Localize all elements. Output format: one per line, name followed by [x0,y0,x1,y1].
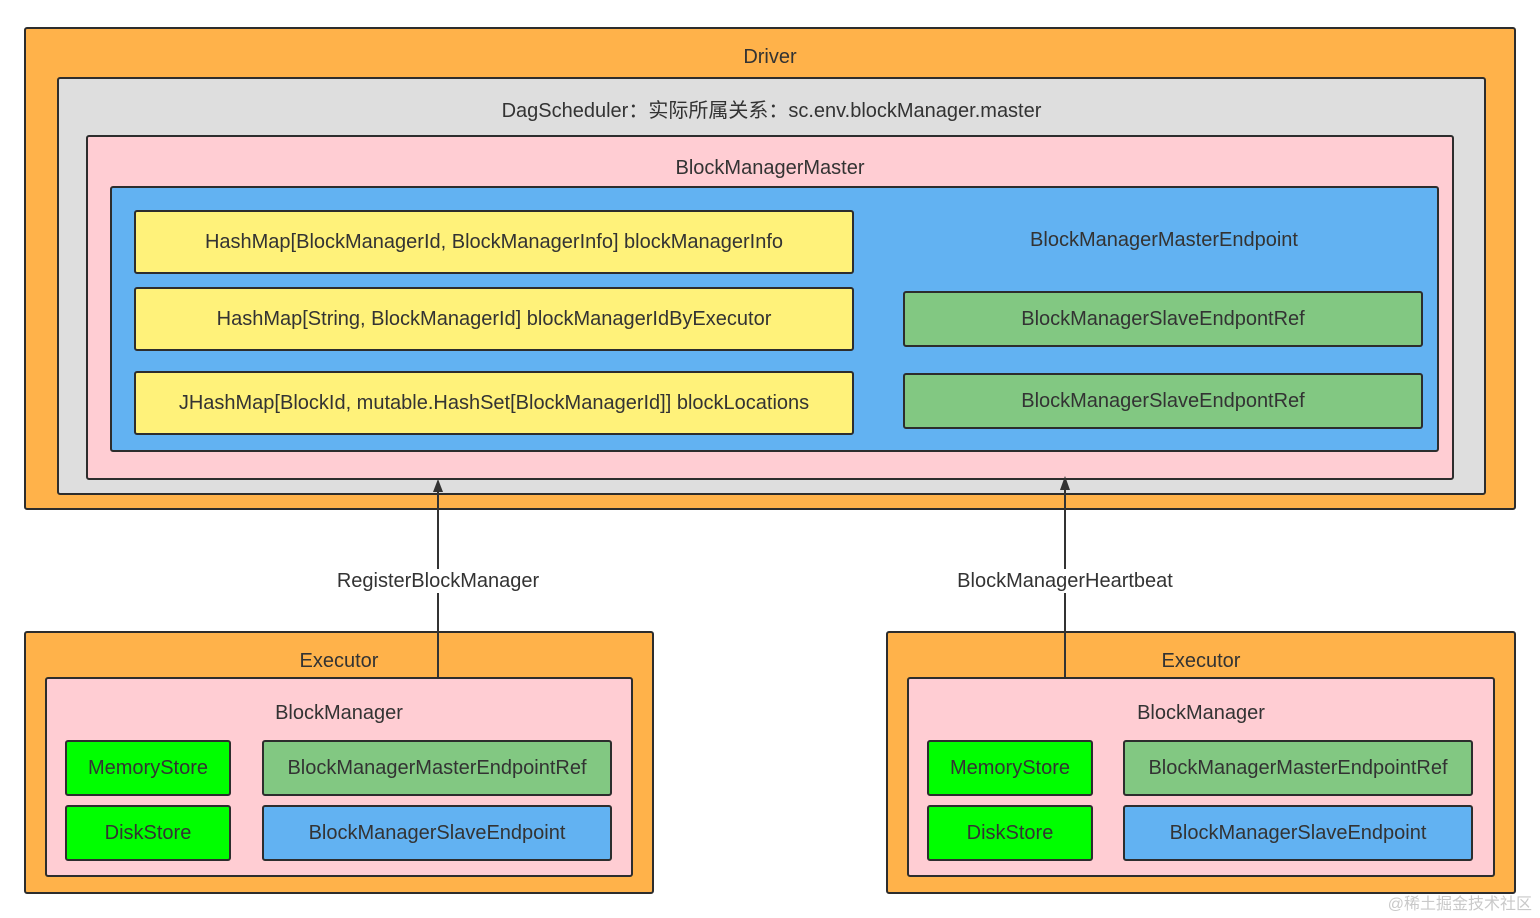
driver-title: Driver [743,46,797,68]
block-manager-id-by-executor-map: HashMap[String, BlockManagerId] blockMan… [134,287,854,351]
disk-store-2: DiskStore [927,805,1093,861]
heartbeat-arrow-head [1060,476,1070,490]
block-manager-title-2: BlockManager [1137,702,1265,724]
disk-store-1: DiskStore [65,805,231,861]
slave-endpoint-ref-1: BlockManagerSlaveEndpontRef [903,291,1423,347]
dag-scheduler-title: DagScheduler：实际所属关系：sc.env.blockManager.… [501,100,1042,122]
slave-endpoint-2: BlockManagerSlaveEndpoint [1123,805,1473,861]
executor-title-2: Executor [1161,650,1241,672]
block-locations-map: JHashMap[BlockId, mutable.HashSet[BlockM… [134,371,854,435]
block-manager-info-map: HashMap[BlockManagerId, BlockManagerInfo… [134,210,854,274]
watermark: @稀土掘金技术社区 [1387,896,1532,913]
slave-endpoint-1: BlockManagerSlaveEndpoint [262,805,612,861]
memory-store-2: MemoryStore [927,740,1093,796]
block-manager-title-1: BlockManager [275,702,403,724]
executor-title-1: Executor [299,650,379,672]
block-manager-master-endpoint-title: BlockManagerMasterEndpoint [1030,229,1298,251]
register-arrow-head [433,479,443,492]
block-manager-heartbeat-label: BlockManagerHeartbeat [955,569,1175,593]
slave-endpoint-ref-2: BlockManagerSlaveEndpontRef [903,373,1423,429]
master-endpoint-ref-1: BlockManagerMasterEndpointRef [262,740,612,796]
block-manager-master-title: BlockManagerMaster [675,157,865,179]
memory-store-1: MemoryStore [65,740,231,796]
register-block-manager-label: RegisterBlockManager [334,569,542,593]
master-endpoint-ref-2: BlockManagerMasterEndpointRef [1123,740,1473,796]
